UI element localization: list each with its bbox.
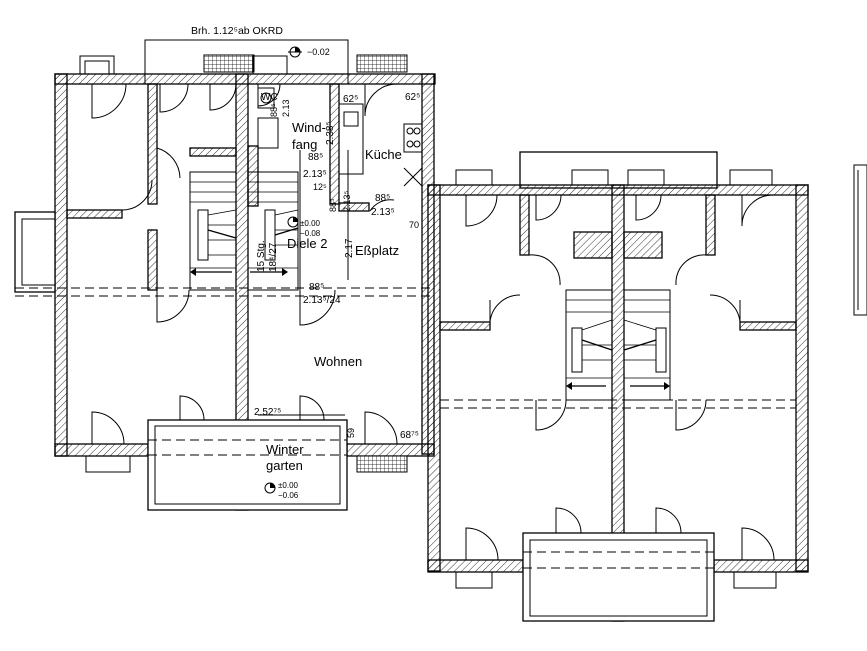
dim: 2.13 [281,99,291,117]
south-wall-west [54,443,149,457]
kitchen-counter [338,103,364,175]
east-wall [795,184,809,572]
dim: 62⁵ [343,94,358,105]
stair-ratio: 18⁴/27 [268,242,279,272]
top-note: Brh. 1.12⁵ab OKRD [191,25,283,37]
interior-wall [147,83,158,205]
interior-wall [519,194,530,256]
grate [356,54,408,73]
south-wall-east [713,559,809,573]
dim: 88⁵ [308,152,323,163]
room-essplatz: Eßplatz [355,243,399,258]
room-windfang-line1: Wind- [292,120,326,135]
dim: 62⁵ [405,92,420,103]
interior-wall [573,231,613,259]
stair-right [247,171,299,291]
grate [203,54,255,73]
interior-wall [705,194,716,256]
dim: 12⁵ [313,182,327,192]
entrance-canopy [519,151,718,189]
right-building [427,151,809,622]
interior-wall [623,231,663,259]
interior-wall [247,145,259,207]
room-windfang-line2: fang [292,137,317,152]
kitchen-stove [403,123,423,153]
level-diele-a: ±0.00 [300,219,321,228]
south-wall-east [346,443,435,457]
wintergarten-inner [529,539,708,617]
wc-sink [257,117,279,149]
wintergarten [522,532,715,622]
stair-arrow-head [282,268,288,276]
stair-treads [190,181,299,269]
room-wintergarten-line1: Winter [266,442,304,457]
room-wintergarten-line2: garten [266,458,303,473]
stair-arrow-head [190,268,196,276]
left-building [14,39,436,511]
room-wohnen: Wohnen [314,354,362,369]
dim: 2.13⁵/24 [303,295,341,306]
room-kueche: Küche [365,147,402,162]
interior-wall [439,321,491,331]
level-winter-a: ±0.00 [278,481,299,490]
wc-toilet [257,87,275,109]
dim: 88⁵ [269,103,279,117]
dim: 68⁷⁵ [400,430,419,441]
west-bay [14,211,56,293]
level-diele-b: −0.08 [300,229,321,238]
wintergarten-inner [154,425,341,505]
dim: 59 [346,428,356,438]
edge-element [853,164,867,316]
dim: 2.13⁵ [303,169,327,180]
level-top: −0.02 [307,47,330,57]
dim: 2.13⁵ [371,207,395,218]
dim: 2.38⁵ [325,121,336,145]
stair-count: 15 Stg. [256,240,267,272]
dim: 2.17 [344,238,355,258]
west-wall [54,73,68,457]
room-wc: WC [261,92,278,103]
window-box [84,60,110,75]
dim: 88⁵ [328,198,338,212]
dim: 88⁵ [309,282,324,293]
dim: 88⁵ [375,193,390,204]
labels: Brh. 1.12⁵ab OKRD −0.02 WC Wind- fang Kü… [191,25,420,500]
stair-left [189,171,237,291]
room-diele: Diele 2 [287,236,327,251]
wintergarten [147,419,348,511]
interior-wall [338,202,370,212]
level-winter-b: −0.06 [278,491,299,500]
interior-wall [147,229,158,291]
kitchen-cabinet [403,167,423,187]
dim: 70 [409,220,419,230]
west-wall [427,184,441,572]
door-swings [91,83,398,445]
interior-wall [739,321,797,331]
window-box [85,455,131,473]
stair-eye [197,209,209,261]
interior-wall [66,209,123,219]
south-wall-west [427,559,524,573]
entrance-canopy [144,39,349,84]
dim: 2.13⁵ [342,190,352,212]
grate [356,455,408,473]
west-bay-inner [21,218,56,286]
window-box [252,55,288,75]
interior-wall [189,147,237,157]
kitchen-sink [343,111,359,127]
dim: 2.52⁷⁵ [254,407,281,418]
